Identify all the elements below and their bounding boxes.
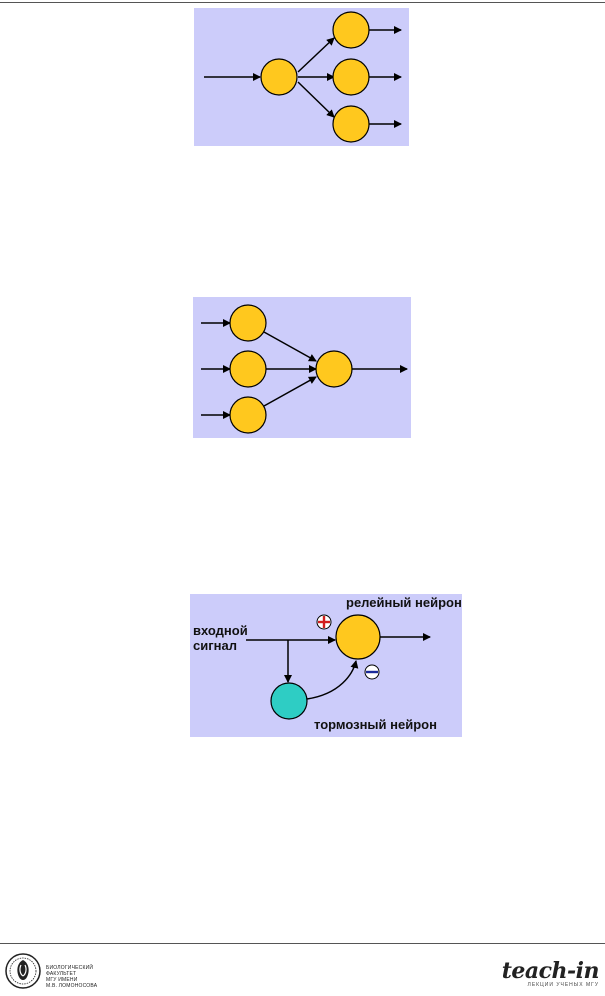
source-neuron (260, 58, 298, 96)
converge-arrow-top (263, 331, 317, 362)
target-neuron-middle (332, 58, 370, 96)
relay-neuron-label: релейный нейрон (346, 595, 462, 610)
teach-in-logo: teach-in ЛЕКЦИИ УЧЕНЫХ МГУ (501, 958, 600, 989)
convergence-diagram (193, 297, 411, 438)
faculty-logo (4, 951, 42, 996)
university-line-4: М.В. ЛОМОНОСОВА (46, 983, 98, 989)
converge-arrow-bottom (263, 376, 317, 407)
branch-arrow-bottom (297, 81, 335, 118)
source-neuron-middle (229, 350, 267, 388)
inhibition-diagram: релейный нейрон входной сигнал тормозный… (190, 594, 462, 737)
inhibitory-sign-icon (364, 664, 380, 680)
divergence-diagram (194, 8, 409, 146)
bottom-divider (0, 943, 605, 944)
target-neuron (315, 350, 353, 388)
top-divider (0, 2, 605, 3)
target-neuron-top (332, 11, 370, 49)
source-neuron-top (229, 304, 267, 342)
branch-arrow-top (297, 37, 335, 73)
university-name: БИОЛОГИЧЕСКИЙ ФАКУЛЬТЕТ МГУ ИМЕНИ М.В. Л… (46, 965, 97, 989)
brand-name: teach-in (501, 958, 600, 984)
university-line-2: ФАКУЛЬТЕТ (46, 971, 77, 977)
inhibitory-neuron-label: тормозный нейрон (314, 717, 437, 732)
source-neuron-bottom (229, 396, 267, 434)
target-neuron-bottom (332, 105, 370, 143)
excitatory-sign-icon (316, 614, 332, 630)
inhibitory-neuron (270, 682, 308, 720)
university-line-1: БИОЛОГИЧЕСКИЙ (46, 965, 94, 971)
inhibitory-projection-arrow (306, 660, 359, 700)
brand-tagline: ЛЕКЦИИ УЧЕНЫХ МГУ (527, 982, 599, 988)
input-signal-label-line2: сигнал (193, 638, 237, 653)
input-signal-label-line1: входной (193, 623, 248, 638)
university-line-3: МГУ ИМЕНИ (46, 977, 78, 983)
relay-neuron (335, 614, 381, 660)
